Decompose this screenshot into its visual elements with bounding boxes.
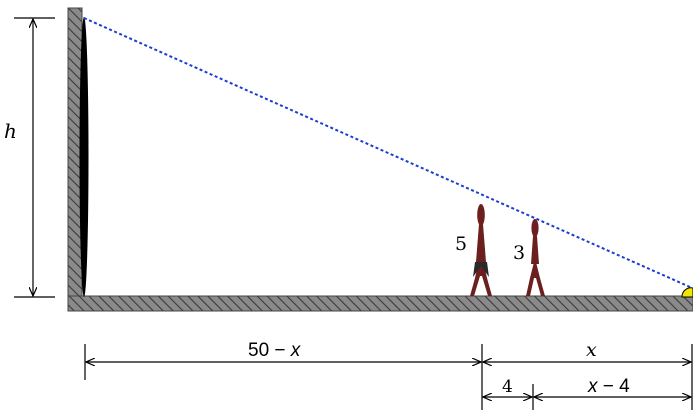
- right-sub-label: x − 4: [587, 376, 630, 397]
- wall-mirror: [79, 17, 89, 297]
- short-person-height-label: 3: [513, 242, 525, 264]
- height-label: h: [4, 119, 17, 143]
- tall-person-height-label: 5: [455, 233, 467, 255]
- short-person: [526, 219, 545, 296]
- tall-person: [470, 204, 492, 296]
- right-span-label: x: [586, 339, 597, 361]
- sight-line: [83, 17, 691, 288]
- ground: [67, 295, 693, 312]
- gap-label: 4: [502, 377, 513, 397]
- eye-point: [681, 287, 693, 298]
- left-span-label: 50 − x: [248, 340, 302, 361]
